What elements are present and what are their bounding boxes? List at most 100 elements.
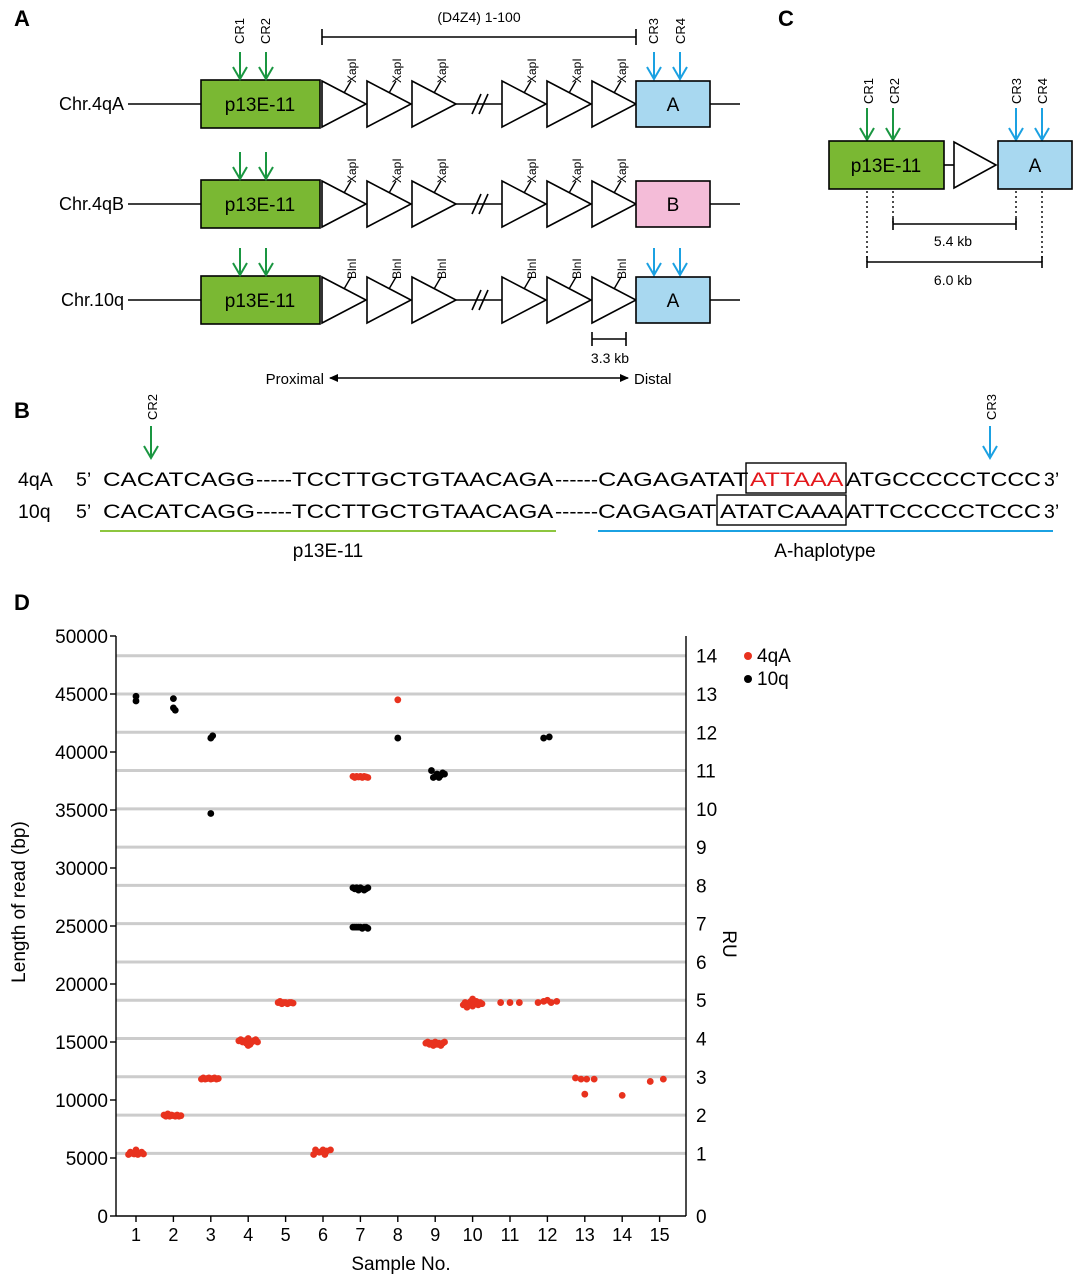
data-point — [364, 924, 372, 932]
c-cr2-label: CR2 — [887, 78, 902, 104]
data-point — [659, 1075, 667, 1083]
haplotype-box — [635, 180, 711, 228]
data-point — [441, 770, 448, 778]
restriction-enzyme-label: BlnI — [435, 258, 449, 279]
data-point — [364, 774, 372, 781]
seq-part1: CACATCAGG — [103, 501, 255, 523]
seq-row-4qa: 4qA 5’ CACATCAGG ----- TCCTTGCTGTAACAGA … — [18, 469, 1059, 491]
series-4qA — [125, 696, 667, 1158]
data-point — [428, 767, 435, 774]
panel-d-letter: D — [14, 590, 30, 615]
d4z4-repeat-triangle — [366, 275, 413, 325]
ru-tick-label: 14 — [696, 647, 718, 668]
seq-chr: 10q — [18, 501, 51, 523]
cr1-arrow-head — [232, 262, 248, 277]
data-point — [214, 1075, 222, 1082]
seq-part3: CAGAGAT — [598, 501, 717, 523]
haplotype-box — [635, 276, 711, 324]
seq-row-10q: 10q 5’ CACATCAGG ----- TCCTTGCTGTAACAGA … — [18, 501, 1059, 523]
cr1-arrow-head — [232, 166, 248, 181]
data-point — [170, 695, 177, 703]
cr2-arrow-head — [258, 262, 274, 277]
seq-part4: ATGCCCCCTCCC — [846, 469, 1041, 491]
restriction-site-tick — [433, 180, 442, 194]
haplotype-label: A — [667, 291, 680, 312]
chromosome-label: Chr.4qB — [59, 194, 124, 214]
panel-b-letter: B — [14, 398, 30, 423]
c-dist-6-0: 6.0 kb — [934, 272, 972, 288]
panel-a-letter: A — [14, 6, 30, 31]
c-cr3-label: CR3 — [1009, 78, 1024, 104]
d4z4-repeat-triangle — [411, 275, 458, 325]
restriction-site-tick — [568, 80, 577, 94]
legend-marker — [744, 652, 752, 660]
restriction-enzyme-label: XapI — [435, 158, 449, 183]
restriction-site-tick — [343, 180, 352, 194]
y-tick-label: 20000 — [55, 975, 108, 996]
motif-box-10q — [716, 494, 847, 526]
d4z4-repeat-triangle — [546, 79, 593, 129]
panel-c-letter: C — [778, 6, 794, 31]
data-point — [254, 1038, 261, 1046]
x-tick-label: 12 — [537, 1225, 557, 1245]
restriction-site-tick — [433, 80, 442, 94]
data-point — [646, 1078, 654, 1085]
data-point — [577, 1075, 585, 1083]
p13e11-label: p13E-11 — [225, 291, 295, 312]
ru-tick-label: 0 — [696, 1207, 707, 1228]
scale-label: 3.3 kb — [591, 350, 629, 366]
data-point — [553, 998, 561, 1005]
break-mark — [471, 289, 482, 311]
p13e11-box — [200, 275, 321, 325]
orientation-arrow: Proximal Distal — [266, 371, 672, 388]
x-tick-label: 15 — [650, 1225, 670, 1245]
read-length-chart: 0500010000150002000025000300003500040000… — [9, 627, 791, 1275]
c-p13e11-label: p13E-11 — [851, 156, 921, 177]
repeat-label: (D4Z4) 1-100 — [437, 9, 520, 25]
ru-tick-label: 12 — [696, 723, 717, 744]
legend-label: 10q — [757, 669, 789, 690]
seq-part2: TCCTTGCTGTAACAGA — [292, 501, 553, 523]
break-mark — [478, 193, 489, 215]
seq-part1: CACATCAGG — [103, 469, 255, 491]
b-cr3-label: CR3 — [984, 394, 999, 420]
p13e11-label: p13E-11 — [225, 195, 295, 216]
c-repeat-triangle — [953, 140, 998, 190]
restriction-enzyme-label: XapI — [570, 58, 584, 83]
data-point — [590, 1075, 598, 1083]
seq-dash1: ----- — [256, 501, 292, 523]
data-point — [540, 734, 548, 742]
y-tick-label: 35000 — [55, 801, 108, 822]
c-haplotype-box — [997, 140, 1073, 190]
d4z4-repeat-triangle — [321, 275, 368, 325]
d4z4-repeat-triangle — [411, 79, 458, 129]
legend-label: 4qA — [757, 646, 791, 667]
restriction-site-tick — [343, 276, 352, 290]
restriction-site-tick — [568, 276, 577, 290]
restriction-site-tick — [523, 180, 532, 194]
x-tick-label: 7 — [355, 1225, 365, 1245]
data-point — [171, 706, 179, 714]
seq-boxed: ATATCAAA — [720, 501, 843, 523]
seq-dash1: ----- — [256, 469, 292, 491]
restriction-site-tick — [568, 180, 577, 194]
y-tick-label: 45000 — [55, 685, 108, 706]
data-point — [583, 1075, 591, 1083]
d4z4-repeat-triangle — [411, 179, 458, 229]
ru-tick-label: 1 — [696, 1144, 707, 1165]
panel-c: C CR1 CR2 CR3 CR4 p13E-11 A — [778, 6, 1073, 288]
y-tick-label: 5000 — [66, 1149, 108, 1170]
y-tick-label: 50000 — [55, 627, 108, 648]
data-point — [177, 1112, 185, 1120]
ru-tick-label: 13 — [696, 685, 717, 706]
data-point — [441, 1038, 448, 1046]
ru-tick-label: 9 — [696, 838, 707, 859]
cr1-arrow-head — [232, 66, 248, 81]
x-axis-label: Sample No. — [351, 1254, 450, 1275]
data-point — [515, 999, 523, 1006]
p13e11-box — [200, 179, 321, 229]
data-point — [209, 732, 217, 740]
d4z4-repeat-triangle — [321, 79, 368, 129]
